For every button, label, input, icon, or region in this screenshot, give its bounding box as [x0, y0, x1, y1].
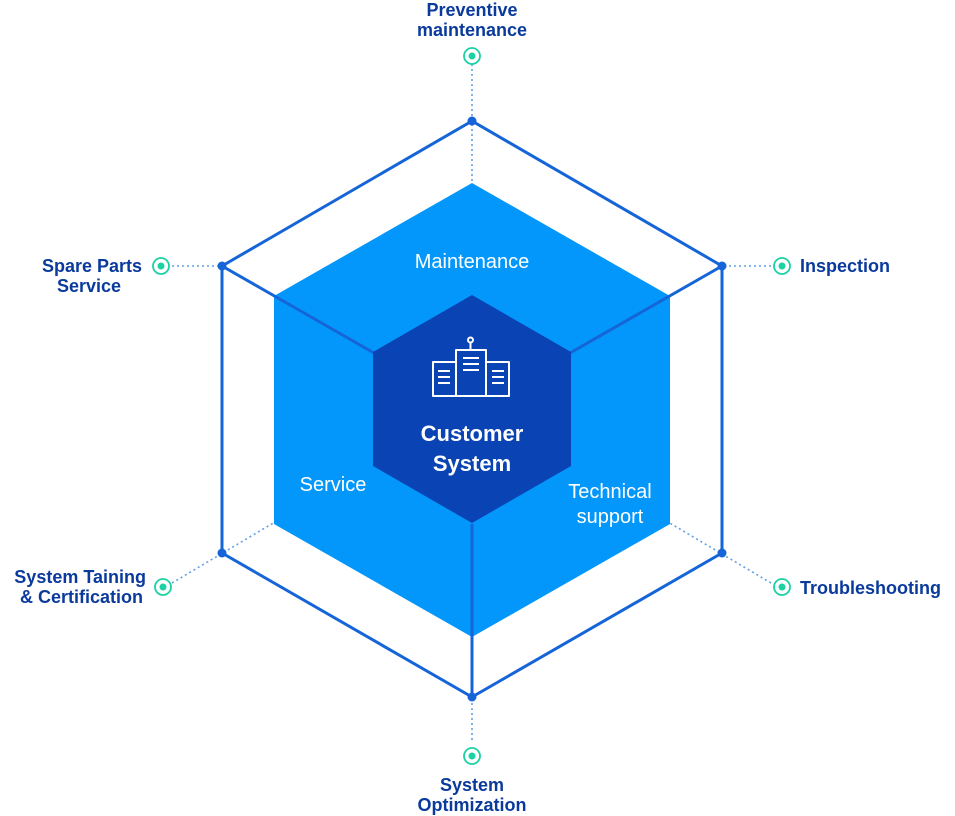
target-dot-icon — [152, 257, 170, 275]
outer-label-training-line1: System Taining — [14, 567, 146, 587]
outer-label-optimization-line1: System — [440, 775, 504, 795]
vertex-dot-upper-right — [717, 261, 727, 271]
vertex-dot-bottom — [467, 692, 477, 702]
outer-label-troubleshooting: Troubleshooting — [800, 578, 941, 598]
outer-label-preventive-line1: Preventive — [426, 0, 517, 20]
outer-label-spare-parts-line1: Spare Parts — [42, 256, 142, 276]
vertex-dot-lower-left — [217, 548, 227, 558]
spoke-upper-left — [221, 264, 375, 355]
outer-label-preventive-line2: maintenance — [417, 20, 527, 40]
target-dot-icon — [154, 578, 172, 596]
segment-label-technical-line1: Technical — [568, 481, 651, 503]
segment-label-technical-line2: support — [577, 506, 644, 528]
vertex-dot-lower-right — [717, 548, 727, 558]
outer-label-spare-parts-line2: Service — [57, 276, 121, 296]
segment-label-maintenance: Maintenance — [415, 251, 530, 273]
center-title-line1: Customer — [421, 421, 524, 446]
target-dot-icon — [463, 747, 481, 765]
target-dot-icon — [773, 257, 791, 275]
server-building-icon — [432, 336, 510, 397]
segment-label-service: Service — [300, 474, 367, 496]
outer-label-training-line2: & Certification — [20, 587, 143, 607]
target-dot-icon — [773, 578, 791, 596]
outer-item-dots — [152, 47, 791, 765]
core-hexagon — [373, 295, 571, 523]
vertex-dot-upper-left — [217, 261, 227, 271]
spoke-upper-right — [569, 264, 723, 355]
center-title-line2: System — [433, 451, 511, 476]
vertex-dot-top — [467, 116, 477, 126]
vertex-dots — [217, 116, 727, 702]
target-dot-icon — [463, 47, 481, 65]
outer-label-inspection: Inspection — [800, 256, 890, 276]
outer-label-optimization-line2: Optimization — [418, 795, 527, 815]
